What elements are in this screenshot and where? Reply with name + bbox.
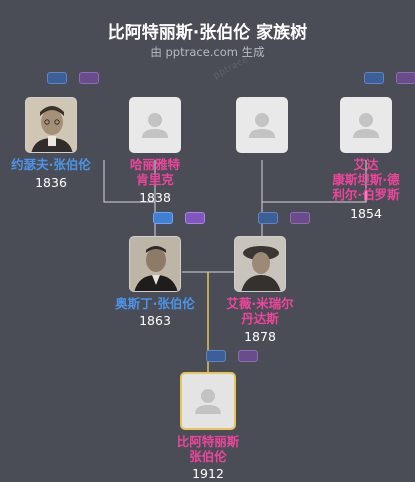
person-silhouette-icon [249, 113, 275, 138]
portrait-ida[interactable] [340, 97, 392, 153]
year-ivy: 1878 [244, 329, 276, 344]
name-ida[interactable]: 艾达 康斯坦斯·德 利尔·伯罗斯 [332, 157, 400, 202]
year-ida: 1854 [350, 206, 382, 221]
toggle-family-joseph[interactable] [79, 72, 99, 84]
year-beatrice: 1912 [192, 466, 224, 481]
portrait-beatrice[interactable] [180, 372, 236, 430]
portrait-photo-icon [130, 237, 180, 291]
toggle-family-ivy[interactable] [290, 212, 310, 224]
toggle-parents-austen[interactable] [153, 212, 173, 224]
year-harriet: 1838 [139, 190, 171, 205]
name-austen[interactable]: 奥斯丁·张伯伦 [115, 296, 195, 311]
toggle-family-ida[interactable] [396, 72, 415, 84]
name-beatrice[interactable]: 比阿特丽斯 张伯伦 [176, 434, 240, 464]
portrait-joseph[interactable] [25, 97, 77, 153]
toggle-parents-joseph[interactable] [47, 72, 67, 84]
toggle-family-beatrice[interactable] [238, 350, 258, 362]
year-austen: 1863 [139, 313, 171, 328]
portrait-austen[interactable] [129, 236, 181, 292]
toggle-family-austen[interactable] [185, 212, 205, 224]
portrait-unknown[interactable] [236, 97, 288, 153]
page-title: 比阿特丽斯·张伯伦 家族树 [107, 23, 308, 43]
toggle-parents-beatrice[interactable] [206, 350, 226, 362]
person-silhouette-icon [353, 113, 379, 138]
portrait-harriet[interactable] [129, 97, 181, 153]
year-joseph: 1836 [35, 175, 67, 190]
toggle-parents-ida[interactable] [364, 72, 384, 84]
portrait-ivy[interactable] [234, 236, 286, 292]
portrait-photo-icon [235, 237, 285, 291]
page-subtitle: 由 pptrace.com 生成 [150, 45, 265, 59]
connector-ida-pair [261, 160, 367, 203]
name-harriet[interactable]: 哈丽雅特 肯里克 [129, 157, 180, 187]
person-silhouette-icon [142, 113, 168, 138]
person-silhouette-icon [195, 389, 221, 414]
name-ivy[interactable]: 艾薇·米瑞尔 丹达斯 [226, 296, 294, 326]
toggle-parents-ivy[interactable] [258, 212, 278, 224]
connector-joseph-harriet [103, 160, 156, 203]
name-joseph[interactable]: 约瑟夫·张伯伦 [11, 157, 91, 172]
portrait-photo-icon [26, 98, 76, 152]
